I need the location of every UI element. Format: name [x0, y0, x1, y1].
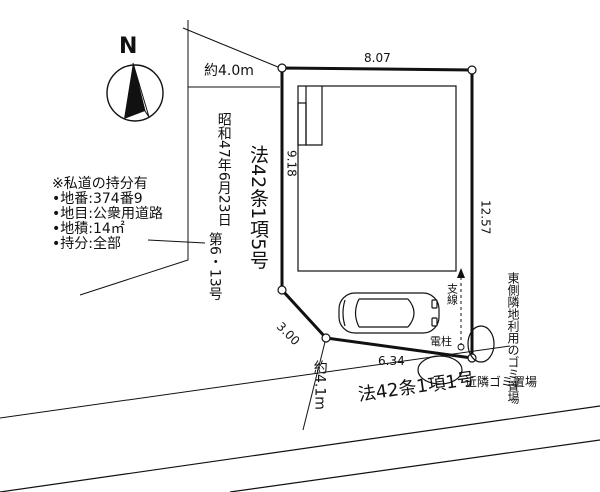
road-width-bottom: 約4.1m — [311, 360, 328, 410]
compass-icon — [106, 62, 164, 122]
road-edge-upper-left — [182, 27, 279, 68]
house-bay — [297, 102, 307, 146]
garbage-area-near — [417, 355, 463, 385]
house-wing — [305, 86, 323, 146]
road-width-bottom-line — [302, 337, 327, 431]
garbage-area-east — [467, 325, 495, 363]
guy-wire-label: 支線 — [445, 283, 459, 305]
corner-marker — [277, 285, 287, 295]
corner-marker — [277, 63, 287, 73]
garbage-near-label: 近隣ゴミ置場 — [465, 375, 538, 389]
pole-label: 電柱 — [430, 335, 452, 348]
guy-anchor-icon — [457, 268, 465, 278]
corner-marker — [467, 353, 477, 363]
road-designation-left: 法42条1項5号 — [246, 145, 269, 270]
road-line-bottom-3 — [229, 439, 600, 492]
private-road-note-line: •地積:14㎡ — [52, 221, 125, 237]
private-road-note-title: ※私道の持分有 — [52, 176, 148, 192]
dimension-top: 8.07 — [364, 51, 391, 65]
garbage-east-label: 東側隣地利用のゴミ置場 — [506, 272, 520, 404]
corner-marker — [467, 65, 477, 75]
dimension-left: 9.18 — [284, 150, 299, 177]
lot-boundary — [280, 66, 474, 360]
utility-pole-icon — [457, 343, 465, 351]
road-width-top: 約4.0m — [204, 63, 254, 79]
compass-north-label: N — [119, 34, 138, 59]
corner-marker — [321, 333, 331, 343]
dimension-bottom: 6.34 — [378, 354, 405, 368]
dimension-right: 12.57 — [478, 200, 493, 235]
road-line-bottom-1 — [0, 345, 511, 419]
approval-number: 第6・13号 — [206, 232, 223, 301]
note-leader-line — [147, 239, 206, 244]
car-icon — [338, 292, 440, 334]
private-road-note: ※私道の持分有 •地番:374番9 •地目:公衆用道路 •地積:14㎡ •持分:… — [52, 177, 163, 252]
private-road-note-line: •持分:全部 — [52, 236, 121, 252]
approval-date: 昭和47年6月23日 — [215, 112, 232, 227]
neighbor-boundary-left — [79, 20, 189, 296]
private-road-note-line: •地番:374番9 — [52, 191, 143, 207]
private-road-note-line: •地目:公衆用道路 — [52, 206, 163, 222]
house-footprint — [297, 85, 457, 272]
road-line-bottom-2 — [0, 405, 600, 492]
